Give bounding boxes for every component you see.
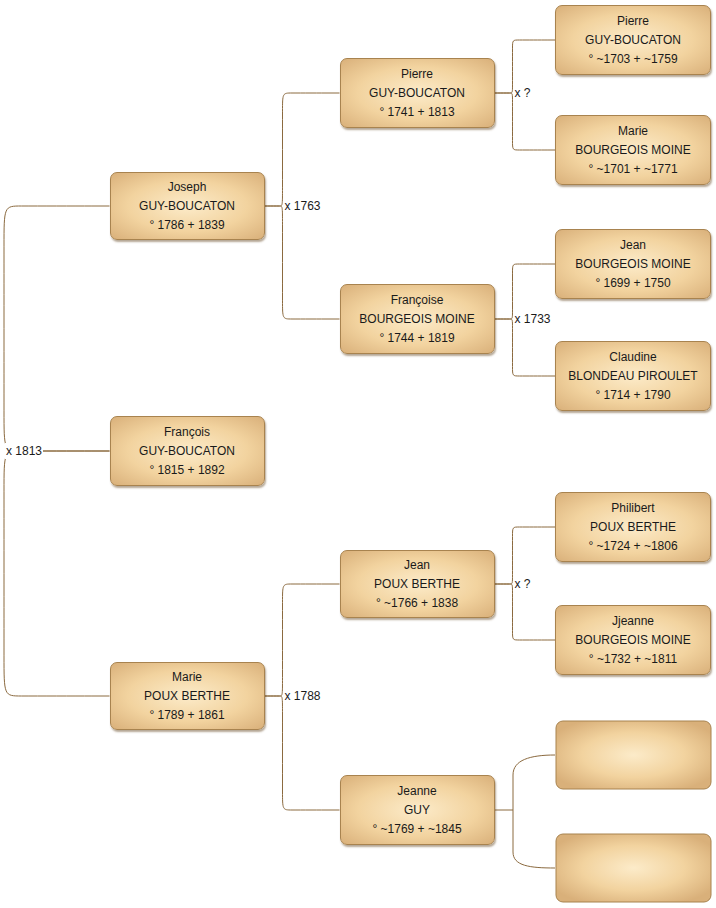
person-box: JeanPOUX BERTHE° ~1766 + 1838 (340, 550, 495, 618)
family-link (265, 696, 340, 810)
marriage-label: x ? (514, 85, 532, 101)
life-dates: ° 1744 + 1819 (379, 329, 454, 348)
given-name: Marie (618, 122, 648, 141)
family-link (265, 93, 340, 206)
life-dates: ° 1699 + 1750 (595, 274, 670, 293)
surname: GUY-BOUCATON (369, 84, 465, 103)
marriage-label: x 1813 (5, 443, 43, 459)
person-box: JeanneGUY° ~1769 + ~1845 (340, 775, 495, 845)
life-dates: ° ~1701 + ~1771 (588, 160, 677, 179)
empty-box (556, 721, 711, 789)
person-box: ClaudineBLONDEAU PIROULET° 1714 + 1790 (555, 341, 711, 411)
surname: BLONDEAU PIROULET (568, 367, 697, 386)
surname: POUX BERTHE (144, 687, 230, 706)
person-box: FrançoisGUY-BOUCATON° 1815 + 1892 (110, 416, 265, 486)
given-name: Pierre (401, 65, 433, 84)
family-link (4, 206, 110, 451)
marriage-label: x 1763 (284, 198, 322, 214)
given-name: Pierre (617, 12, 649, 31)
given-name: François (164, 423, 210, 442)
life-dates: ° 1815 + 1892 (149, 461, 224, 480)
life-dates: ° ~1732 + ~1811 (589, 650, 677, 669)
life-dates: ° 1786 + 1839 (149, 216, 224, 235)
given-name: Marie (172, 668, 202, 687)
person-box: MariePOUX BERTHE° 1789 + 1861 (110, 662, 265, 730)
surname: GUY-BOUCATON (139, 442, 235, 461)
surname: BOURGEOIS MOINE (575, 631, 690, 650)
marriage-label: x 1788 (284, 688, 322, 704)
family-link (265, 206, 340, 319)
life-dates: ° ~1769 + ~1845 (372, 820, 461, 839)
life-dates: ° 1741 + 1813 (379, 103, 454, 122)
life-dates: ° 1789 + 1861 (149, 706, 224, 725)
empty-branch (495, 755, 555, 868)
family-link (495, 584, 556, 640)
given-name: Jeanne (397, 782, 436, 801)
life-dates: ° ~1703 + ~1759 (588, 50, 677, 69)
surname: POUX BERTHE (590, 518, 676, 537)
life-dates: ° ~1766 + 1838 (376, 594, 458, 613)
given-name: Philibert (611, 499, 654, 518)
family-link (495, 319, 556, 376)
surname: GUY-BOUCATON (585, 31, 681, 50)
person-box: JeanBOURGEOIS MOINE° 1699 + 1750 (555, 229, 711, 299)
given-name: Jean (404, 556, 430, 575)
family-link (265, 584, 340, 696)
surname: BOURGEOIS MOINE (575, 255, 690, 274)
person-box: MarieBOURGEOIS MOINE° ~1701 + ~1771 (555, 115, 711, 185)
person-box: PhilibertPOUX BERTHE° ~1724 + ~1806 (555, 492, 711, 562)
given-name: Jean (620, 236, 646, 255)
person-box: PierreGUY-BOUCATON° ~1703 + ~1759 (555, 5, 711, 75)
empty-box (556, 834, 711, 902)
given-name: Joseph (168, 178, 207, 197)
family-link (495, 93, 556, 150)
given-name: Claudine (609, 348, 656, 367)
life-dates: ° ~1724 + ~1806 (588, 537, 677, 556)
family-link (4, 451, 110, 696)
person-box: PierreGUY-BOUCATON° 1741 + 1813 (340, 58, 495, 128)
given-name: Jjeanne (612, 612, 654, 631)
marriage-label: x ? (514, 576, 532, 592)
surname: BOURGEOIS MOINE (359, 310, 474, 329)
marriage-label: x 1733 (514, 311, 552, 327)
surname: GUY-BOUCATON (139, 197, 235, 216)
person-box: JjeanneBOURGEOIS MOINE° ~1732 + ~1811 (555, 605, 711, 675)
life-dates: ° 1714 + 1790 (595, 386, 670, 405)
person-box: FrançoiseBOURGEOIS MOINE° 1744 + 1819 (340, 284, 495, 354)
surname: POUX BERTHE (374, 575, 460, 594)
surname: BOURGEOIS MOINE (575, 141, 690, 160)
person-box: JosephGUY-BOUCATON° 1786 + 1839 (110, 172, 265, 240)
given-name: Françoise (391, 291, 444, 310)
surname: GUY (404, 801, 430, 820)
